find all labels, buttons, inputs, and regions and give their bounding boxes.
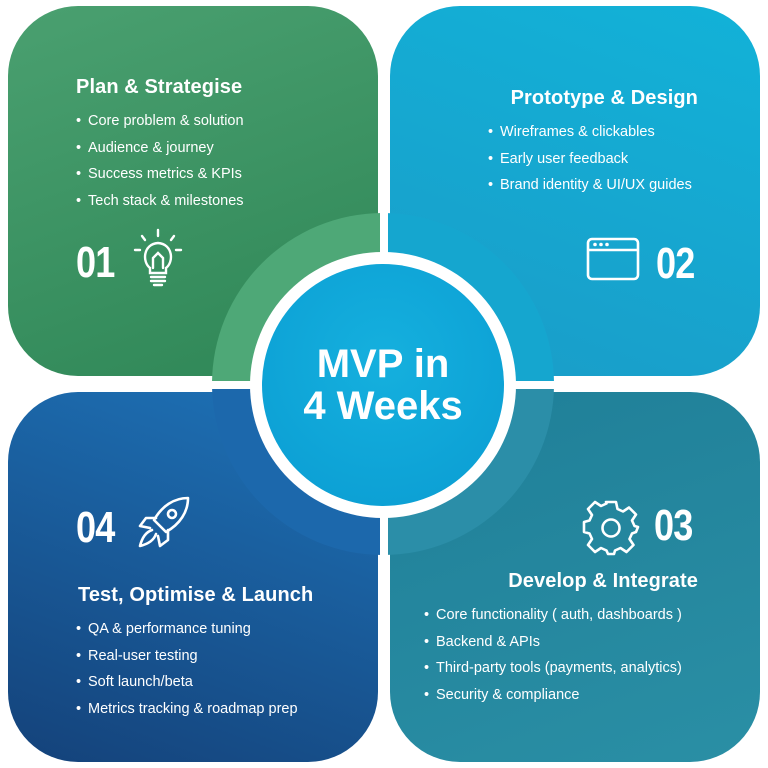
list-item: Early user feedback [488, 146, 692, 173]
list-item: Tech stack & milestones [76, 188, 244, 215]
quadrant-list: QA & performance tuning Real-user testin… [76, 616, 298, 722]
list-item: Wireframes & clickables [488, 119, 692, 146]
quadrant-plan: Plan & Strategise Core problem & solutio… [8, 6, 378, 376]
quadrant-title: Develop & Integrate [508, 570, 698, 592]
center-hub: MVP in 4 Weeks [262, 264, 504, 506]
list-item: Brand identity & UI/UX guides [488, 172, 692, 199]
quadrant-title: Test, Optimise & Launch [78, 584, 314, 606]
gear-icon [582, 500, 640, 556]
quadrant-title: Prototype & Design [510, 87, 698, 109]
browser-window-icon [586, 237, 640, 281]
list-item: Real-user testing [76, 643, 298, 670]
quadrant-title: Plan & Strategise [76, 76, 243, 98]
quadrant-list: Core functionality ( auth, dashboards ) … [424, 602, 682, 708]
list-item: Audience & journey [76, 135, 244, 162]
list-item: QA & performance tuning [76, 616, 298, 643]
list-item: Backend & APIs [424, 629, 682, 656]
quadrant-list: Core problem & solution Audience & journ… [76, 108, 244, 214]
step-number: 03 [654, 501, 693, 550]
center-title-line2: 4 Weeks [303, 384, 463, 428]
step-number: 04 [76, 503, 115, 552]
list-item: Soft launch/beta [76, 669, 298, 696]
rocket-icon [138, 496, 190, 548]
list-item: Security & compliance [424, 682, 682, 709]
quadrant-list: Wireframes & clickables Early user feedb… [488, 119, 692, 199]
list-item: Core functionality ( auth, dashboards ) [424, 602, 682, 629]
list-item: Metrics tracking & roadmap prep [76, 696, 298, 723]
step-number: 02 [656, 239, 695, 288]
list-item: Core problem & solution [76, 108, 244, 135]
list-item: Third-party tools (payments, analytics) [424, 655, 682, 682]
list-item: Success metrics & KPIs [76, 161, 244, 188]
lightbulb-icon [133, 228, 183, 287]
center-title-line1: MVP in [316, 342, 450, 386]
step-number: 01 [76, 238, 115, 287]
